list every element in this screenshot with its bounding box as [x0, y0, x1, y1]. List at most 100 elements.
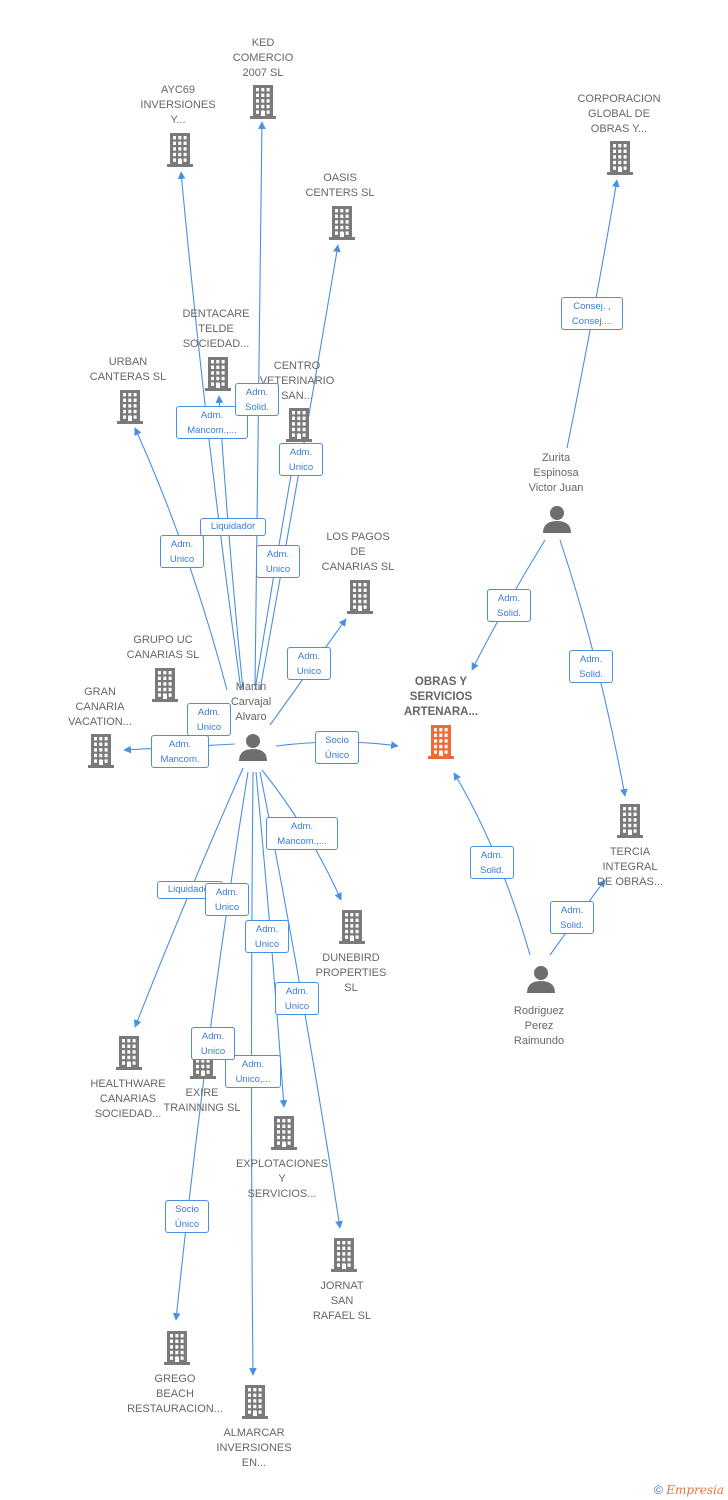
building-icon[interactable]: [607, 141, 633, 175]
building-icon[interactable]: [617, 804, 643, 838]
edge-label-line: Consej....: [571, 316, 613, 327]
building-icon[interactable]: [88, 734, 114, 768]
node-centro[interactable]: CENTROVETERINARIOSAN...: [260, 360, 335, 442]
edge-label-martin-to-lospagos[interactable]: Adm.Unico: [287, 647, 331, 680]
node-grego[interactable]: GREGOBEACHRESTAURACION...: [127, 1331, 223, 1415]
edge-label-rodriguez-to-obras[interactable]: Adm.Solid.: [470, 846, 514, 879]
edge-label-martin-to-jornat[interactable]: Adm.Unico: [275, 982, 319, 1015]
node-label-line: GLOBAL DE: [588, 108, 650, 120]
edge-label-line: Solid.: [245, 402, 269, 413]
edge-label-line: Adm.: [290, 821, 314, 832]
node-label-line: Martin: [236, 681, 267, 693]
person-icon[interactable]: [543, 506, 571, 533]
edge-label-line: Adm.: [215, 887, 239, 898]
building-icon[interactable]: [339, 910, 365, 944]
node-grancanaria[interactable]: GRANCANARIAVACATION...: [68, 686, 132, 768]
building-icon[interactable]: [286, 408, 312, 442]
building-icon[interactable]: [167, 133, 193, 167]
node-label-line: RAFAEL SL: [313, 1310, 371, 1322]
edge-label-extra[interactable]: Adm.Unico: [191, 1027, 235, 1060]
node-almarcar[interactable]: ALMARCARINVERSIONESEN...: [216, 1385, 292, 1469]
node-label-line: ALMARCAR: [223, 1427, 284, 1439]
edge-label-line: Adm.: [297, 651, 321, 662]
edge-label-zurita-to-obras[interactable]: Adm.Solid.: [487, 589, 531, 622]
edge-label-martin-to-grancanaria[interactable]: Adm.Mancom.: [151, 735, 209, 768]
edge-label-martin-to-centro[interactable]: Adm.Unico: [279, 443, 323, 476]
node-label-line: Alvaro: [235, 711, 266, 723]
person-icon[interactable]: [527, 966, 555, 993]
edge-label-line: Único: [324, 750, 350, 761]
node-label-line: TELDE: [198, 323, 233, 335]
edge-label-zurita-to-tercia[interactable]: Adm.Solid.: [569, 650, 613, 683]
building-icon[interactable]: [242, 1385, 268, 1419]
edge-label-line: Consej. ,: [573, 301, 611, 312]
node-label-line: KED: [252, 37, 275, 49]
building-icon[interactable]: [271, 1116, 297, 1150]
edge-label-martin-to-ayc69[interactable]: Liquidador: [200, 518, 266, 536]
edge-label-line: Único: [174, 1219, 200, 1230]
node-label-line: RESTAURACION...: [127, 1403, 223, 1415]
node-healthware[interactable]: HEALTHWARECANARIASSOCIEDAD...: [90, 1036, 166, 1120]
node-obras[interactable]: OBRAS YSERVICIOSARTENARA...: [404, 676, 478, 759]
building-icon[interactable]: [329, 206, 355, 240]
edge-label-extra[interactable]: Adm.Unico: [245, 920, 289, 953]
edge-label-line: Unico,...: [235, 1074, 271, 1085]
edge-label-extra[interactable]: Adm.Unico: [187, 703, 231, 736]
building-icon[interactable]: [428, 725, 454, 759]
building-icon[interactable]: [331, 1238, 357, 1272]
node-label-line: CORPORACION: [577, 93, 660, 105]
edge-label-line: Solid.: [497, 608, 521, 619]
node-label-line: SOCIEDAD...: [95, 1108, 162, 1120]
node-label-line: JORNAT: [320, 1280, 363, 1292]
edge-label-line: Unico: [196, 722, 222, 733]
edge-label-extra[interactable]: Adm.Solid.: [235, 383, 279, 416]
edge-label-line: Unico: [288, 462, 314, 473]
node-dentacare[interactable]: DENTACARETELDESOCIEDAD...: [182, 308, 250, 391]
node-label-line: SAN...: [281, 390, 313, 402]
node-label-line: CANTERAS SL: [90, 371, 166, 383]
node-label-line: Zurita: [542, 452, 571, 464]
edge-label-line: Unico: [169, 554, 195, 565]
edge-label-line: Adm.: [200, 410, 224, 421]
building-icon[interactable]: [152, 668, 178, 702]
edge-label-zurita-to-corporacion[interactable]: Consej. , Consej....: [561, 297, 623, 330]
edge-label-extra[interactable]: Adm. Unico: [205, 883, 249, 916]
edge-label-martin-to-oasis[interactable]: Adm.Unico: [256, 545, 300, 578]
edge-label-martin-to-urban[interactable]: Adm.Unico: [160, 535, 204, 568]
edge-label-line: Solid.: [579, 669, 603, 680]
person-icon[interactable]: [239, 734, 267, 761]
building-icon[interactable]: [205, 357, 231, 391]
building-icon[interactable]: [250, 85, 276, 119]
edge-label-rodriguez-to-tercia[interactable]: Adm.Solid.: [550, 901, 594, 934]
building-icon[interactable]: [347, 580, 373, 614]
building-icon[interactable]: [117, 390, 143, 424]
building-icon[interactable]: [116, 1036, 142, 1070]
building-icon[interactable]: [164, 1331, 190, 1365]
node-ayc69[interactable]: AYC69INVERSIONESY...: [140, 84, 216, 167]
footer-credit[interactable]: © Empresia: [654, 1483, 724, 1497]
node-label-line: INVERSIONES: [216, 1442, 291, 1454]
edge-label-martin-to-dunebird[interactable]: Adm.Mancom.,...: [266, 817, 338, 850]
node-label-line: CANARIAS SL: [127, 649, 200, 661]
edge-label-martin-to-explotaciones[interactable]: Adm.Unico,...: [225, 1055, 281, 1088]
edge-label-line: Unico: [214, 902, 240, 913]
node-label-line: INTEGRAL: [602, 861, 657, 873]
node-label-line: AYC69: [161, 84, 195, 96]
node-explotaciones[interactable]: EXPLOTACIONESYSERVICIOS...: [236, 1116, 328, 1200]
